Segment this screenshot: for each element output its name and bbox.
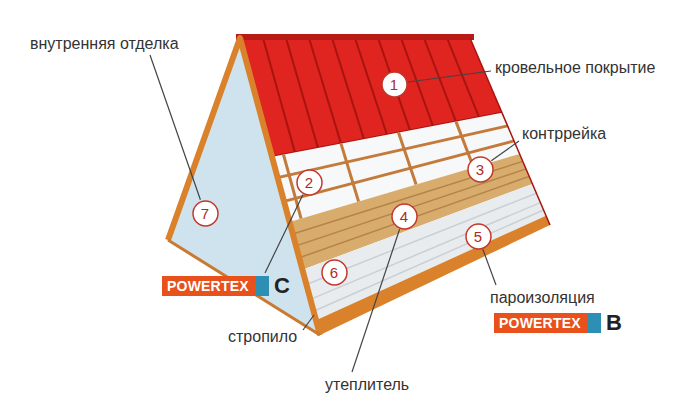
callout-ring	[466, 224, 491, 249]
counter-batten	[341, 144, 359, 202]
part-label: контррейка	[522, 124, 606, 143]
gable-bottom	[168, 240, 320, 335]
leader-line	[491, 141, 519, 161]
callout-ring	[322, 260, 347, 285]
leader-line	[303, 315, 314, 330]
logo-word: POWERTEX	[167, 278, 249, 294]
leader-line	[150, 55, 200, 200]
leader-line	[408, 71, 491, 82]
stripe	[310, 203, 540, 300]
leader-lines	[150, 55, 519, 372]
callout-circle: 1	[381, 71, 408, 98]
callout-circle: 6	[321, 259, 348, 286]
callout-number: 6	[330, 265, 338, 280]
logo-letter: C	[274, 274, 290, 298]
callout-ring	[193, 201, 218, 226]
logo-letter: B	[606, 311, 622, 335]
callout-circle: 7	[192, 200, 219, 227]
callout-circle: 2	[296, 169, 323, 196]
part-label: стропило	[228, 327, 297, 346]
part-label: кровельное покрытие	[495, 58, 655, 77]
part-label: пароизоляция	[490, 288, 595, 307]
logo-stripe	[588, 313, 601, 333]
callout-number: 4	[400, 209, 408, 224]
brand-logo: POWERTEXB	[494, 313, 601, 333]
callout-circle: 4	[391, 203, 418, 230]
leader-line	[352, 229, 400, 372]
callout-ring	[392, 204, 417, 229]
callout-number: 5	[474, 229, 482, 244]
logo-word: POWERTEX	[499, 315, 581, 331]
logo-stripe	[256, 276, 269, 296]
leader-line	[483, 249, 496, 285]
corrugation	[447, 38, 479, 117]
callout-ring	[382, 72, 407, 97]
callout-number: 2	[305, 175, 313, 190]
callout-number: 1	[390, 77, 398, 92]
callout-number: 7	[201, 206, 209, 221]
leader-line	[265, 195, 303, 273]
callout-circle: 3	[467, 156, 494, 183]
part-label: утеплитель	[325, 375, 409, 394]
callout-circle: 5	[465, 223, 492, 250]
counter-batten	[399, 133, 417, 185]
callout-ring	[297, 170, 322, 195]
ridge-cap	[236, 34, 474, 40]
brand-logo: POWERTEXC	[162, 276, 269, 296]
part-label: внутренняя отделка	[30, 34, 179, 53]
callout-number: 3	[476, 162, 484, 177]
callout-ring	[468, 157, 493, 182]
